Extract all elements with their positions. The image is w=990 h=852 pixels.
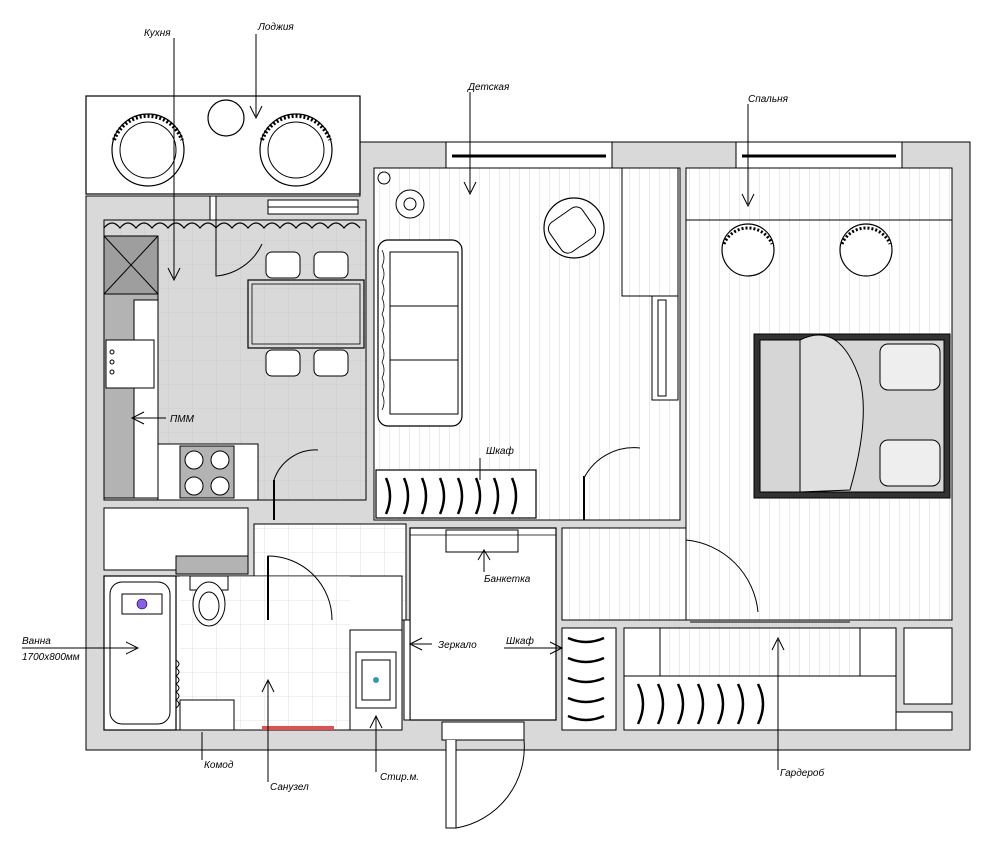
bedroom bbox=[685, 219, 952, 613]
label-dresser: Комод bbox=[204, 760, 234, 771]
label-mirror: Зеркало bbox=[438, 640, 477, 651]
bench-icon bbox=[445, 529, 519, 553]
sink-icon bbox=[105, 339, 155, 389]
lounge-chair-icon bbox=[111, 113, 185, 187]
labels: Кухня Лоджия Детская Спальня ПММ Шкаф Ба… bbox=[22, 22, 824, 793]
round-table-icon bbox=[207, 99, 245, 137]
armchair-icon bbox=[839, 223, 893, 277]
label-loggia: Лоджия bbox=[257, 22, 294, 33]
kitchen bbox=[103, 220, 365, 520]
label-bathroom: Санузел bbox=[270, 782, 309, 793]
loggia bbox=[85, 95, 361, 221]
armchair-icon bbox=[721, 223, 775, 277]
lounge-chair-icon bbox=[259, 113, 333, 187]
label-bench: Банкетка bbox=[484, 574, 531, 585]
wardrobe bbox=[623, 621, 897, 731]
label-kitchen: Кухня bbox=[144, 28, 171, 39]
kids-room bbox=[375, 167, 679, 520]
label-closet-kids: Шкаф bbox=[486, 445, 514, 457]
label-bedroom: Спальня bbox=[748, 94, 789, 105]
closet-kids bbox=[375, 469, 537, 519]
label-kids-room: Детская bbox=[467, 82, 510, 93]
dining-chair-icon bbox=[265, 251, 349, 377]
label-washer: Стир.м. bbox=[380, 772, 419, 783]
label-wardrobe: Гардероб bbox=[780, 767, 824, 779]
label-closet-hall: Шкаф bbox=[506, 635, 534, 647]
windows bbox=[445, 141, 903, 169]
hall bbox=[267, 529, 605, 829]
label-bath: Ванна bbox=[22, 636, 51, 647]
lamp-icon bbox=[395, 189, 425, 219]
label-bath-size: 1700х800мм bbox=[22, 652, 80, 663]
armchair-icon bbox=[543, 197, 605, 259]
dresser-icon bbox=[179, 699, 235, 731]
bathroom bbox=[103, 555, 403, 731]
label-dishwasher: ПММ bbox=[170, 414, 195, 425]
dining-table-icon bbox=[247, 279, 365, 349]
toilet-icon bbox=[189, 575, 229, 627]
leader-lines bbox=[22, 34, 785, 782]
